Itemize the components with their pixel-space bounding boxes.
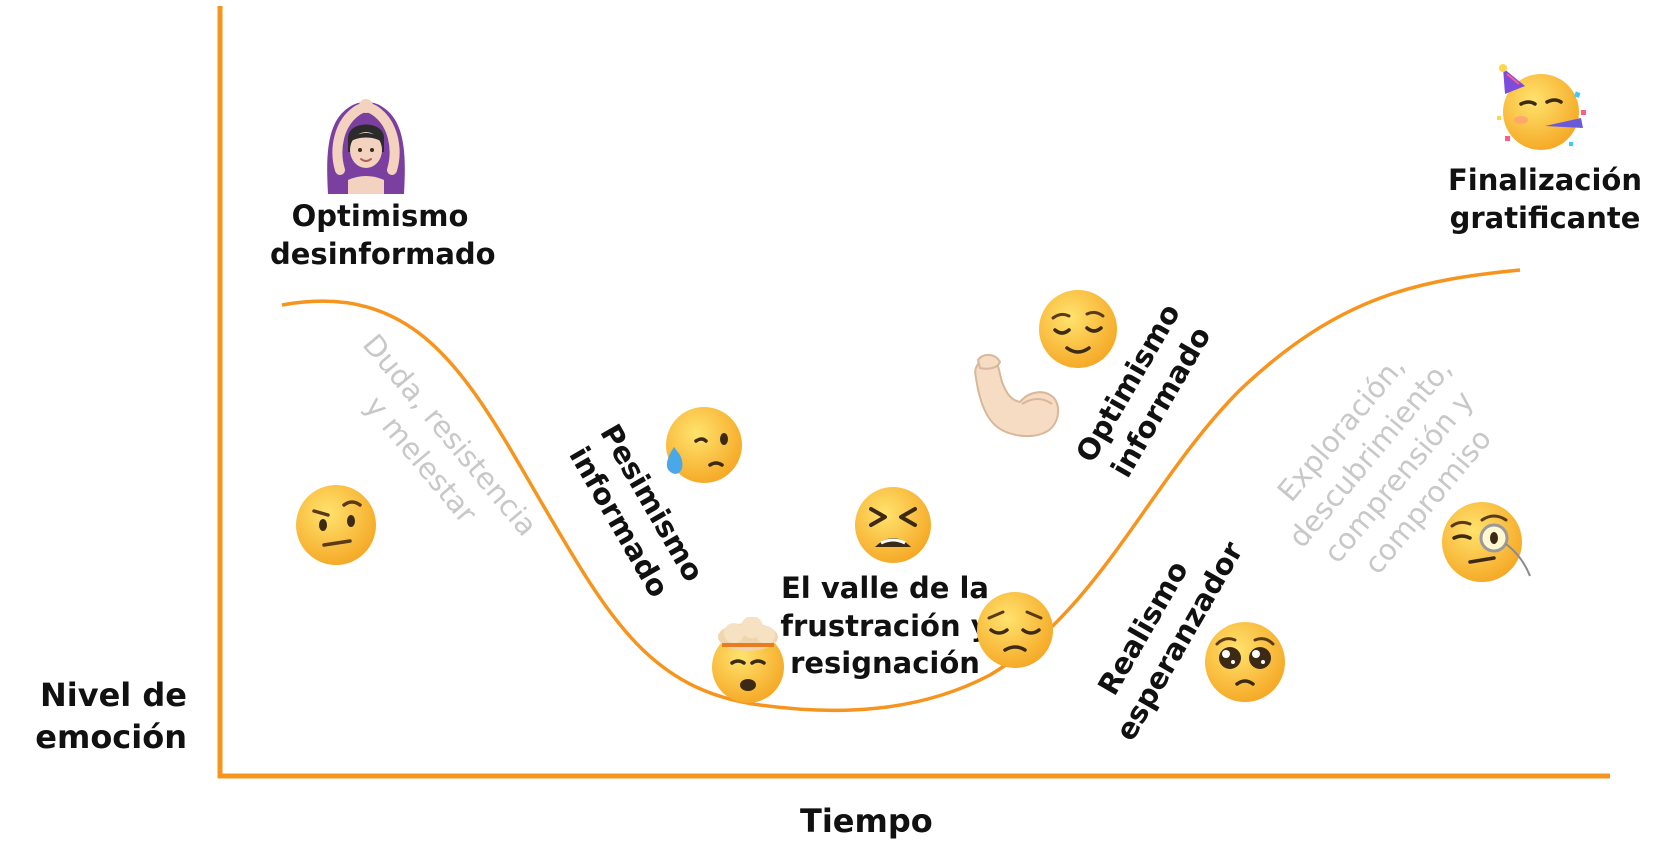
raised-eyebrow-face-icon	[296, 485, 376, 565]
y-axis-label: Nivel de emoción	[35, 676, 187, 756]
relieved-face-icon	[1039, 290, 1117, 368]
monocle-face-icon	[1442, 502, 1531, 582]
label-optimismo-desinformado: Optimismo desinformado	[270, 199, 496, 271]
sad-sweat-face-icon	[666, 407, 742, 483]
person-hands-over-head-icon	[327, 99, 405, 194]
exploding-head-icon	[712, 617, 784, 703]
pleading-face-icon	[1205, 622, 1285, 702]
label-valle-frustracion: El valle de la frustración y resignación	[780, 571, 990, 681]
partying-face-icon	[1497, 64, 1586, 150]
x-axis-label: Tiempo	[800, 802, 933, 840]
emotion-curve	[281, 268, 1521, 713]
flexed-biceps-icon	[974, 354, 1060, 438]
pensive-face-icon	[977, 592, 1053, 668]
label-finalizacion-gratificante: Finalización gratificante	[1448, 163, 1642, 235]
tired-face-icon	[855, 487, 931, 563]
